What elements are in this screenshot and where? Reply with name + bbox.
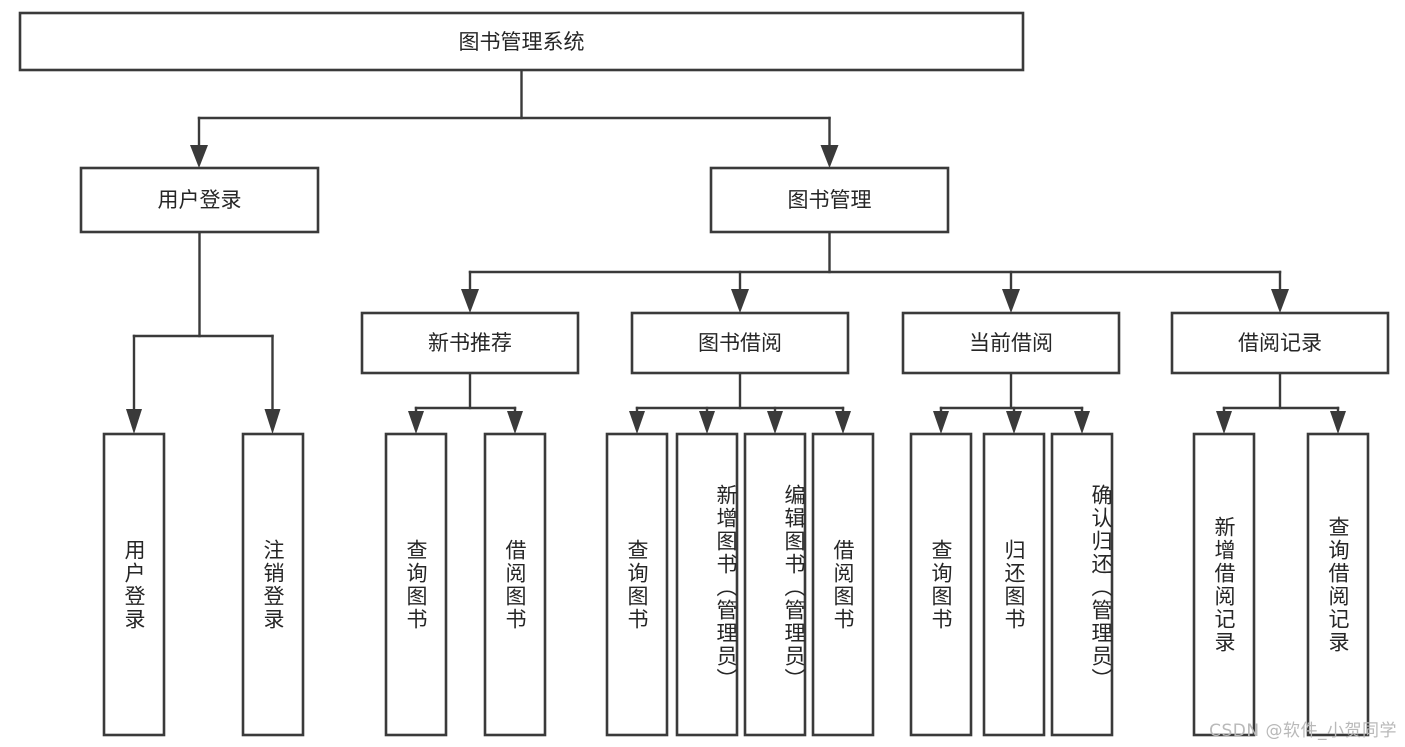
- node-leaf-confirm-return-admin[interactable]: [1050, 432, 1114, 737]
- arrow-head-leaf-add-book-admin: [699, 411, 715, 434]
- node-borrow-record-label: 借阅记录: [1238, 331, 1322, 355]
- node-new-book-rec[interactable]: 新书推荐: [360, 311, 580, 375]
- node-leaf-return-book-label: 归还图书: [1002, 538, 1027, 631]
- node-current-borrow-label: 当前借阅: [969, 331, 1053, 355]
- arrow-head-current-borrow: [1002, 289, 1020, 313]
- node-leaf-user-login[interactable]: [102, 432, 166, 737]
- node-layer: 图书管理系统 用户登录 图书管理 新书推荐 图书借阅 当前: [18, 11, 1390, 737]
- node-leaf-query-book-2-label: 查询图书: [625, 538, 650, 631]
- arrow-head-leaf-query-book-3: [933, 411, 949, 434]
- node-leaf-edit-book-admin[interactable]: [743, 432, 807, 737]
- arrow-head-new-book-rec: [461, 289, 479, 313]
- arrow-head-leaf-query-book-2: [629, 411, 645, 434]
- node-leaf-query-book-3-label: 查询图书: [929, 538, 954, 631]
- node-leaf-query-book-2[interactable]: [605, 432, 669, 737]
- node-book-manage-label: 图书管理: [788, 188, 872, 212]
- node-leaf-add-book-admin-label: 新增图书（管理员）: [714, 484, 738, 691]
- arrow-head-leaf-query-book-1: [408, 411, 424, 434]
- node-leaf-query-book-1[interactable]: [384, 432, 448, 737]
- node-leaf-query-record-label: 查询借阅记录: [1326, 515, 1351, 654]
- node-book-borrow-label: 图书借阅: [698, 331, 782, 355]
- arrow-head-borrow-record: [1271, 289, 1289, 313]
- node-leaf-query-book-3[interactable]: [909, 432, 973, 737]
- node-leaf-add-record-label: 新增借阅记录: [1212, 515, 1237, 654]
- node-root-label: 图书管理系统: [459, 30, 585, 54]
- node-borrow-record[interactable]: 借阅记录: [1170, 311, 1390, 375]
- arrow-head-leaf-user-login: [126, 409, 142, 434]
- arrow-head-user-login: [190, 145, 208, 168]
- arrow-head-leaf-logout: [264, 409, 281, 434]
- node-leaf-return-book[interactable]: [982, 432, 1046, 737]
- node-book-manage[interactable]: 图书管理: [709, 166, 950, 234]
- node-leaf-query-book-1-label: 查询图书: [404, 538, 429, 631]
- node-book-borrow[interactable]: 图书借阅: [630, 311, 850, 375]
- node-current-borrow[interactable]: 当前借阅: [901, 311, 1121, 375]
- arrow-head-leaf-edit-book-admin: [767, 411, 783, 434]
- node-new-book-rec-label: 新书推荐: [428, 331, 512, 355]
- arrow-head-leaf-add-record: [1216, 411, 1232, 434]
- arrow-head-leaf-query-record: [1330, 411, 1346, 434]
- csdn-watermark: CSDN @软件_小贺同学: [1209, 721, 1397, 741]
- node-leaf-add-book-admin[interactable]: [675, 432, 739, 737]
- node-leaf-confirm-return-admin-label: 确认归还（管理员）: [1089, 484, 1113, 691]
- node-leaf-logout[interactable]: [241, 432, 305, 737]
- node-leaf-borrow-book-1-label: 借阅图书: [503, 538, 528, 631]
- arrow-head-leaf-confirm-return-admin: [1074, 411, 1090, 434]
- node-leaf-edit-book-admin-label: 编辑图书（管理员）: [782, 484, 806, 691]
- arrow-head-leaf-return-book: [1006, 411, 1022, 434]
- node-user-login-label: 用户登录: [158, 188, 242, 212]
- node-leaf-add-record[interactable]: [1192, 432, 1256, 737]
- arrow-head-book-borrow: [731, 289, 749, 313]
- node-leaf-user-login-label: 用户登录: [122, 538, 147, 631]
- node-leaf-logout-label: 注销登录: [261, 538, 286, 631]
- node-leaf-borrow-book-2-label: 借阅图书: [831, 538, 856, 631]
- node-user-login[interactable]: 用户登录: [79, 166, 320, 234]
- node-leaf-borrow-book-2[interactable]: [811, 432, 875, 737]
- arrow-head-leaf-borrow-book-2: [835, 411, 851, 434]
- node-root[interactable]: 图书管理系统: [18, 11, 1025, 72]
- arrow-head-book-manage: [820, 145, 839, 168]
- node-leaf-borrow-book-1[interactable]: [483, 432, 547, 737]
- connector-layer: [126, 68, 1346, 434]
- arrow-head-leaf-borrow-book-1: [507, 411, 523, 434]
- node-leaf-query-record[interactable]: [1306, 432, 1370, 737]
